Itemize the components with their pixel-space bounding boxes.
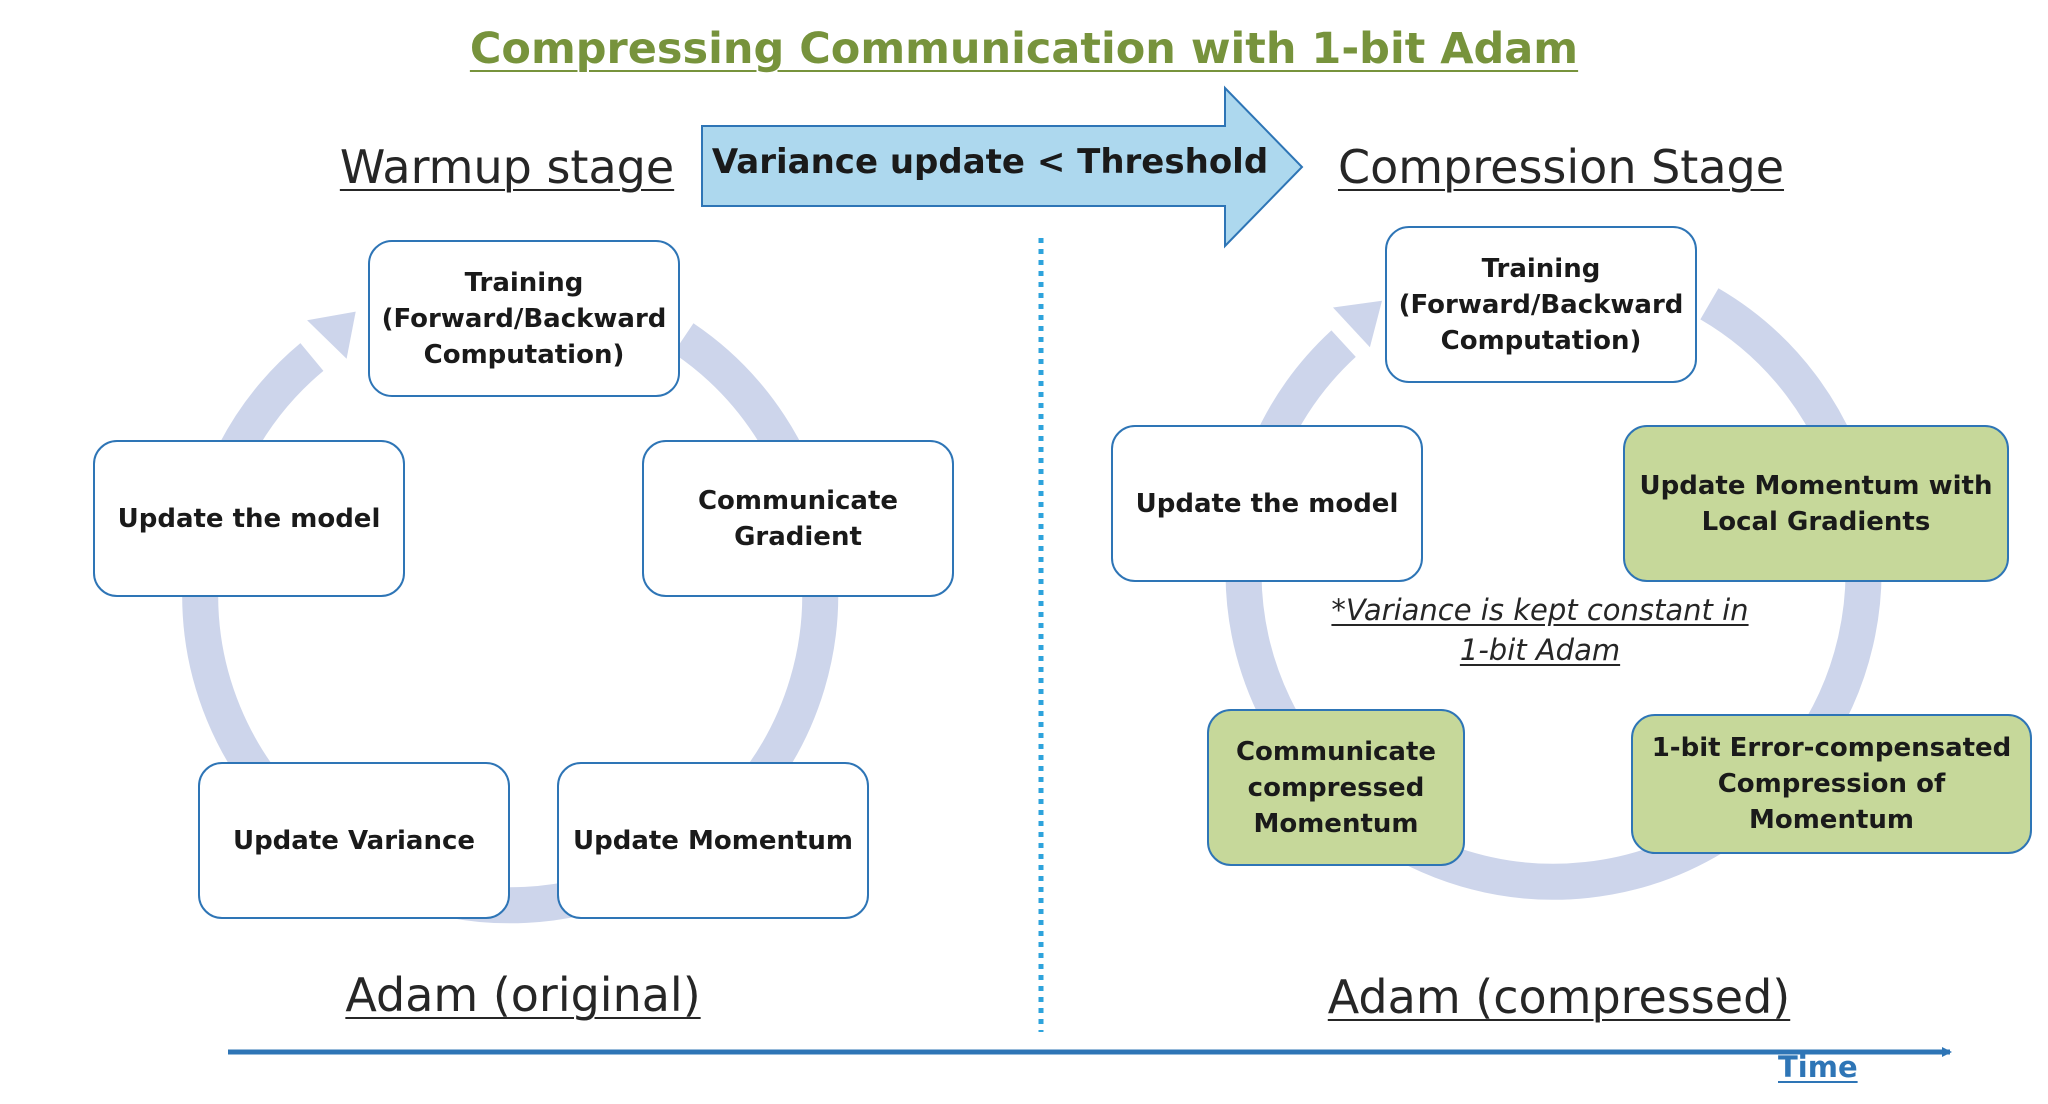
variance-constant-note: *Variance is kept constant in 1-bit Adam bbox=[1331, 593, 1749, 667]
compression-stage-heading: Compression Stage bbox=[1337, 140, 1785, 194]
right-training-node: Training (Forward/Backward Computation) bbox=[1385, 226, 1697, 383]
right-update-model-node: Update the model bbox=[1111, 425, 1423, 582]
left-cycle-arrowhead bbox=[307, 311, 356, 359]
right-cycle-arrowhead bbox=[1333, 300, 1382, 348]
left-update-momentum-node: Update Momentum bbox=[557, 762, 869, 919]
transition-arrow bbox=[701, 85, 1304, 249]
left-communicate-gradient-node: Communicate Gradient bbox=[642, 440, 954, 597]
left-update-model-node: Update the model bbox=[93, 440, 405, 597]
left-update-variance-node: Update Variance bbox=[198, 762, 510, 919]
right-caption: Adam (compressed) bbox=[1327, 970, 1791, 1024]
warmup-stage-heading: Warmup stage bbox=[339, 140, 675, 194]
diagram-title: Compressing Communication with 1-bit Ada… bbox=[469, 24, 1579, 74]
left-caption: Adam (original) bbox=[345, 968, 701, 1022]
right-communicate-compressed-node: Communicate compressed Momentum bbox=[1207, 709, 1465, 866]
transition-label: Variance update < Threshold bbox=[711, 142, 1269, 182]
left-training-node: Training (Forward/Backward Computation) bbox=[368, 240, 680, 397]
right-compression-node: 1-bit Error-compensated Compression of M… bbox=[1631, 714, 2032, 854]
right-update-momentum-local-node: Update Momentum with Local Gradients bbox=[1623, 425, 2009, 582]
time-label: Time bbox=[1778, 1050, 1858, 1084]
